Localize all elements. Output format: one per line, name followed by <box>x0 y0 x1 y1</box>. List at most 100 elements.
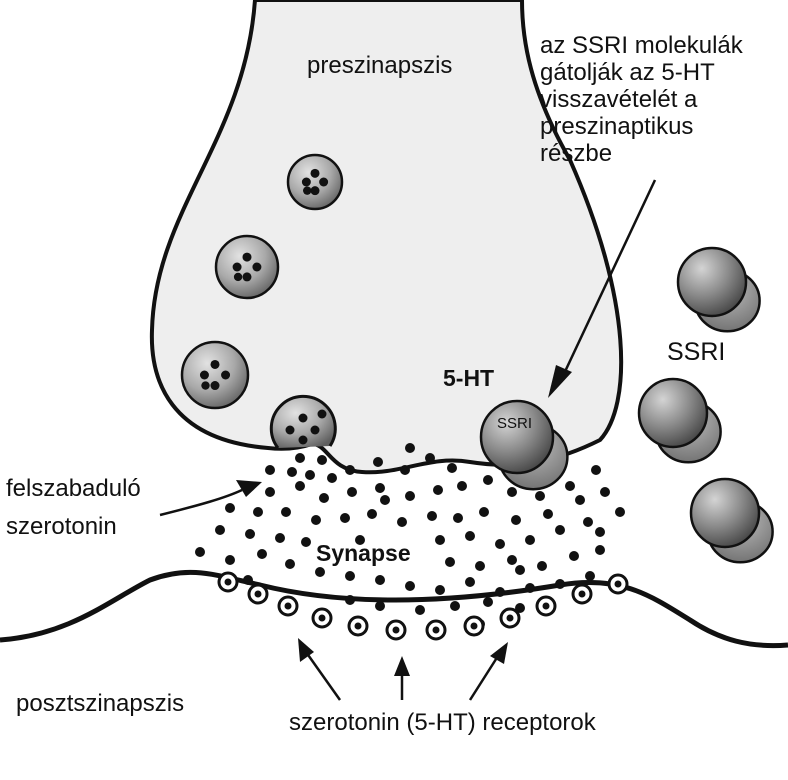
serotonin-molecule <box>225 503 235 513</box>
receptor-bound-serotonin <box>542 602 550 610</box>
serotonin-molecule <box>525 535 535 545</box>
serotonin-molecule <box>435 535 445 545</box>
vesicle-molecule <box>303 186 312 195</box>
serotonin-molecule <box>511 515 521 525</box>
vesicle-membrane <box>214 234 280 300</box>
receptor-bound-serotonin <box>318 614 326 622</box>
ssri-label: SSRI <box>667 338 726 366</box>
serotonin-molecule <box>400 465 410 475</box>
serotonin-molecule <box>265 465 275 475</box>
vesicle-molecule <box>242 272 252 282</box>
serotonin-molecule <box>585 571 595 581</box>
vesicle-molecule <box>310 168 320 178</box>
note-arrow-head <box>548 365 572 398</box>
serotonin-molecule <box>583 517 593 527</box>
serotonin-molecule <box>405 443 415 453</box>
note-arrow <box>560 179 657 379</box>
vesicle-molecule <box>310 186 320 196</box>
vesicles <box>180 153 344 410</box>
serotonin-molecule <box>433 485 443 495</box>
vesicle-molecule <box>319 177 329 187</box>
serotonin-molecule <box>215 525 225 535</box>
ssri-note: az SSRI molekulák gátolják az 5-HT vissz… <box>540 32 743 167</box>
serotonin-molecule <box>425 453 435 463</box>
serotonin-molecule <box>405 491 415 501</box>
serotonin-molecule <box>495 587 505 597</box>
serotonin-molecule <box>427 511 437 521</box>
serotonin-molecule <box>301 537 311 547</box>
vesicle <box>214 234 280 300</box>
ssri-molecule-bound <box>479 399 569 491</box>
released-line-2: szerotonin <box>6 513 117 540</box>
serotonin-molecule <box>453 513 463 523</box>
serotonin-molecule <box>569 551 579 561</box>
ht5-label: 5-HT <box>443 365 495 391</box>
ssri-note-line-4: preszinaptikus <box>540 113 694 140</box>
receptor-arrow-left-head <box>298 638 314 662</box>
serotonin-molecule <box>281 507 291 517</box>
receptor-sites <box>217 571 629 641</box>
serotonin-molecule <box>507 555 517 565</box>
vesicle-molecule <box>301 177 311 187</box>
serotonin-molecule <box>465 531 475 541</box>
ssri-molecules <box>479 246 774 564</box>
serotonin-molecule <box>457 481 467 491</box>
receptor-bound-serotonin <box>392 626 400 634</box>
released-arrow <box>159 488 243 517</box>
serotonin-molecule <box>347 487 357 497</box>
receptor-bound-serotonin <box>614 580 622 588</box>
vesicle-molecule <box>298 435 308 445</box>
arrows <box>159 179 657 701</box>
ssri-core <box>676 246 748 318</box>
serotonin-molecule <box>311 515 321 525</box>
ssri-core <box>637 377 709 449</box>
receptor-bound-serotonin <box>254 590 262 598</box>
serotonin-molecule <box>447 463 457 473</box>
serotonin-molecule <box>375 601 385 611</box>
vesicle-molecule <box>310 425 320 435</box>
ssri-molecule-free <box>676 246 761 333</box>
synapse-label: Synapse <box>316 540 411 566</box>
vesicle-molecule <box>242 252 252 262</box>
serotonin-molecule <box>465 577 475 587</box>
serotonin-molecule <box>405 581 415 591</box>
serotonin-molecule <box>535 491 545 501</box>
ssri-note-line-5: részbe <box>540 140 613 167</box>
serotonin-molecule <box>435 585 445 595</box>
serotonin-molecule <box>595 527 605 537</box>
receptor-arrow-left <box>304 651 342 701</box>
vesicle-molecule <box>210 359 220 369</box>
vesicle-molecule <box>232 262 242 272</box>
serotonin-molecule <box>555 579 565 589</box>
serotonin-molecule <box>375 483 385 493</box>
serotonin-molecule <box>483 475 493 485</box>
serotonin-molecule <box>345 595 355 605</box>
serotonin-molecule <box>537 561 547 571</box>
receptors-label: szerotonin (5-HT) receptorok <box>289 709 596 736</box>
receptor-bound-serotonin <box>432 626 440 634</box>
serotonin-molecules <box>195 443 625 635</box>
serotonin-molecule <box>345 465 355 475</box>
serotonin-molecule <box>475 561 485 571</box>
released-arrow-head <box>236 480 262 497</box>
postsynapse-label: posztszinapszis <box>16 690 185 717</box>
serotonin-molecule <box>555 525 565 535</box>
presynaptic-terminal <box>149 0 624 475</box>
ssri-molecule-free <box>689 477 774 564</box>
released-line-1: felszabaduló <box>6 475 141 502</box>
serotonin-molecule <box>565 481 575 491</box>
serotonin-molecule <box>415 605 425 615</box>
serotonin-molecule <box>287 467 297 477</box>
postsynaptic-membrane <box>0 569 788 649</box>
serotonin-molecule <box>317 455 327 465</box>
serotonin-molecule <box>575 495 585 505</box>
serotonin-molecule <box>525 583 535 593</box>
receptor-bound-serotonin <box>578 590 586 598</box>
serotonin-molecule <box>615 507 625 517</box>
serotonin-molecule <box>253 507 263 517</box>
serotonin-molecule <box>373 457 383 467</box>
serotonin-molecule <box>515 565 525 575</box>
serotonin-molecule <box>243 575 253 585</box>
serotonin-molecule <box>483 597 493 607</box>
vesicle-molecule <box>221 370 231 380</box>
